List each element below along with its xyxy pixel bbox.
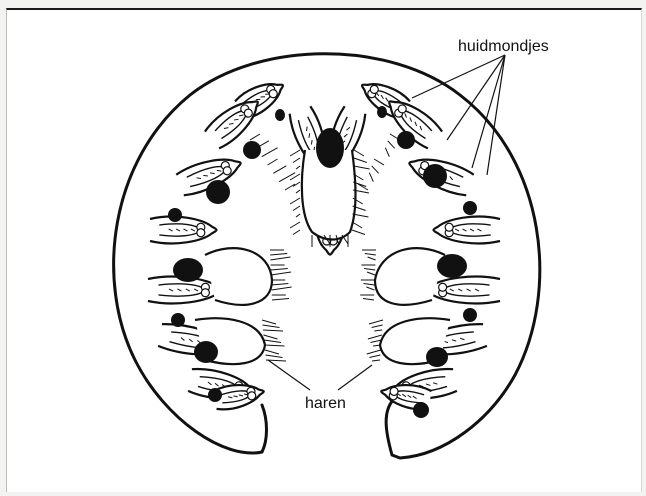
- vascular-bundle: [206, 180, 230, 204]
- hair: [367, 350, 381, 354]
- hair: [354, 166, 370, 169]
- hair: [290, 222, 300, 228]
- hair: [266, 355, 283, 358]
- hair: [366, 287, 374, 290]
- vascular-bundle: [275, 109, 285, 121]
- hair: [271, 269, 288, 271]
- hair: [367, 272, 375, 275]
- hair: [372, 360, 380, 361]
- vascular-bundle: [397, 131, 415, 149]
- left-leaf-edge: [262, 405, 267, 452]
- hair: [272, 299, 289, 301]
- hair: [354, 158, 367, 163]
- stoma-cell: [445, 223, 453, 231]
- crypt: [150, 217, 217, 244]
- stoma-cell: [197, 229, 205, 237]
- hair: [296, 190, 300, 193]
- stoma-cell: [439, 283, 447, 291]
- tissue-lobe: [205, 248, 272, 305]
- hair: [369, 355, 380, 358]
- hair: [364, 284, 375, 286]
- hair: [374, 159, 384, 165]
- hair: [352, 222, 362, 228]
- hair: [265, 345, 285, 346]
- hair: [372, 166, 379, 174]
- hair: [385, 148, 389, 157]
- label-huidmondjes: huidmondjes: [458, 38, 549, 56]
- hair: [279, 173, 295, 182]
- hair: [263, 325, 280, 328]
- stoma-cell: [389, 387, 398, 396]
- stoma-cell: [247, 391, 256, 400]
- vascular-bundle: [194, 341, 218, 363]
- hair: [264, 335, 278, 339]
- vascular-bundle: [208, 388, 222, 402]
- hair: [272, 287, 292, 290]
- hair: [374, 330, 382, 331]
- hair: [364, 269, 375, 271]
- hair: [363, 299, 374, 301]
- vascular-bundle: [423, 164, 447, 188]
- vascular-bundle: [316, 128, 344, 168]
- hairs-leader-line: [338, 365, 372, 390]
- hair: [369, 173, 373, 182]
- vascular-bundle: [463, 308, 477, 322]
- hair: [262, 320, 276, 324]
- hair: [290, 150, 300, 156]
- hair: [285, 184, 295, 190]
- hair: [265, 350, 279, 354]
- hair: [296, 166, 300, 169]
- hair: [352, 230, 365, 235]
- vascular-bundle: [463, 201, 477, 215]
- hair: [293, 158, 300, 163]
- hair: [271, 272, 291, 275]
- crypt: [434, 217, 501, 244]
- hair: [368, 257, 376, 260]
- hair: [268, 159, 278, 165]
- stoma-cell: [201, 289, 209, 297]
- crypt-wall: [434, 217, 501, 244]
- hair: [273, 166, 286, 174]
- hair: [262, 148, 278, 157]
- hair: [270, 257, 290, 260]
- hair: [263, 330, 283, 331]
- hair: [264, 340, 281, 343]
- hair: [293, 230, 300, 235]
- hair: [388, 141, 395, 149]
- hair: [368, 335, 382, 339]
- vascular-bundle: [168, 208, 182, 222]
- hair: [365, 254, 376, 256]
- vascular-bundle: [243, 141, 261, 159]
- vascular-bundle: [171, 313, 185, 327]
- vascular-bundle: [173, 258, 203, 282]
- hair: [296, 214, 300, 217]
- label-haren: haren: [305, 395, 346, 413]
- hair: [271, 284, 288, 286]
- hairs-leader-line: [268, 360, 310, 390]
- hair: [270, 254, 287, 256]
- crypt-wall: [150, 217, 217, 244]
- hair: [250, 134, 260, 140]
- vascular-bundle: [437, 254, 467, 278]
- hair: [290, 198, 300, 204]
- vascular-bundle: [377, 106, 387, 118]
- hair: [293, 206, 300, 211]
- vascular-bundle: [426, 347, 448, 367]
- hair: [372, 325, 383, 328]
- stomata-leader-line: [487, 55, 505, 175]
- vascular-bundle: [413, 402, 429, 418]
- hair: [354, 150, 364, 156]
- hair: [369, 320, 383, 324]
